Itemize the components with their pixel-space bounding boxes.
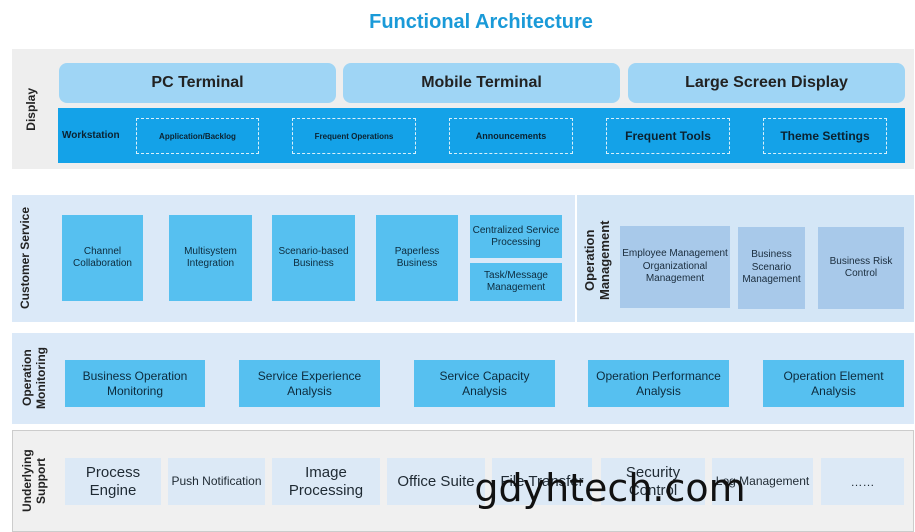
underlying-support-label-wrap: Underlying Support (18, 436, 50, 526)
task-message-management-box: Task/Message Management (470, 263, 562, 301)
paperless-business-box: Paperless Business (376, 215, 458, 301)
service-capacity-analysis-box: Service Capacity Analysis (414, 360, 555, 407)
business-operation-monitoring-box: Business Operation Monitoring (65, 360, 205, 407)
operation-management-label-wrap: Operation Management (579, 205, 615, 315)
watermark-text: gdyhtech.com (474, 466, 746, 510)
pc-terminal-box: PC Terminal (59, 63, 336, 103)
display-layer-label: Display (24, 87, 38, 131)
business-risk-control-box: Business Risk Control (818, 227, 904, 309)
display-layer-label-wrap: Display (18, 49, 44, 169)
office-suite-box: Office Suite (387, 458, 485, 505)
diagram-title: Functional Architecture (369, 10, 593, 33)
large-screen-display-box: Large Screen Display (628, 63, 905, 103)
more-items-box: …… (821, 458, 904, 505)
workstation-item-theme-settings: Theme Settings (763, 118, 887, 154)
operation-management-label: Operation Management (582, 220, 612, 300)
underlying-support-label: Underlying Support (20, 449, 48, 513)
workstation-item-application-backlog: Application/Backlog (136, 118, 259, 154)
channel-collaboration-box: Channel Collaboration (62, 215, 143, 301)
workstation-item-frequent-tools: Frequent Tools (606, 118, 730, 154)
mobile-terminal-box: Mobile Terminal (343, 63, 620, 103)
workstation-label: Workstation (62, 130, 120, 141)
push-notification-box: Push Notification (168, 458, 265, 505)
service-experience-analysis-box: Service Experience Analysis (239, 360, 380, 407)
workstation-item-announcements: Announcements (449, 118, 573, 154)
employee-organizational-management-box: Employee Management Organizational Manag… (620, 226, 730, 308)
customer-service-label: Customer Service (18, 207, 32, 310)
business-scenario-management-box: Business Scenario Management (738, 227, 805, 309)
centralized-service-processing-box: Centralized Service Processing (470, 215, 562, 258)
image-processing-box: Image Processing (272, 458, 380, 505)
operation-monitoring-label: Operation Monitoring (20, 347, 48, 409)
file-transfer-box: File Transfer (492, 458, 592, 505)
operation-element-analysis-box: Operation Element Analysis (763, 360, 904, 407)
operation-monitoring-label-wrap: Operation Monitoring (18, 338, 50, 418)
log-management-box: Log Management (712, 458, 813, 505)
process-engine-box: Process Engine (65, 458, 161, 505)
customer-service-label-wrap: Customer Service (16, 195, 34, 322)
scenario-based-business-box: Scenario-based Business (272, 215, 355, 301)
security-control-box: Security Control (601, 458, 705, 505)
workstation-item-frequent-operations: Frequent Operations (292, 118, 416, 154)
operation-performance-analysis-box: Operation Performance Analysis (588, 360, 729, 407)
multisystem-integration-box: Multisystem Integration (169, 215, 252, 301)
